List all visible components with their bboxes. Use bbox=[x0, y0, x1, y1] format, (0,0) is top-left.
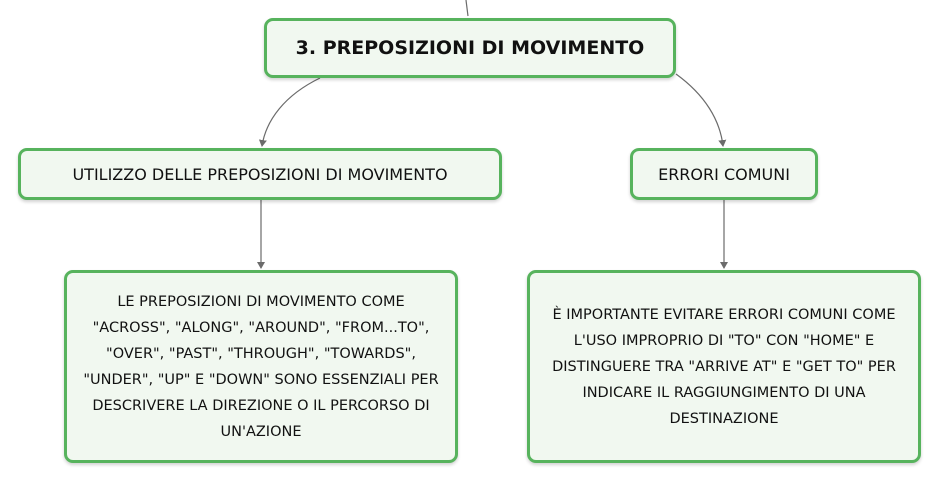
branch-label-utilizzo: UTILIZZO DELLE PREPOSIZIONI DI MOVIMENTO bbox=[72, 164, 448, 184]
connector-parent-to-root bbox=[465, 0, 469, 17]
connector-root-to-branch-2 bbox=[675, 73, 727, 147]
branch-node-errori-comuni[interactable]: ERRORI COMUNI bbox=[630, 148, 818, 200]
branch-label-errori-comuni: ERRORI COMUNI bbox=[658, 164, 790, 184]
root-topic-node[interactable]: 3. PREPOSIZIONI DI MOVIMENTO bbox=[264, 18, 676, 78]
branch-node-utilizzo[interactable]: UTILIZZO DELLE PREPOSIZIONI DI MOVIMENTO bbox=[18, 148, 502, 200]
leaf-node-errori-detail[interactable]: È IMPORTANTE EVITARE ERRORI COMUNI COME … bbox=[527, 270, 921, 463]
connector-root-to-branch-1 bbox=[258, 77, 321, 147]
root-topic-label: 3. PREPOSIZIONI DI MOVIMENTO bbox=[295, 37, 645, 59]
leaf-node-utilizzo-detail[interactable]: LE PREPOSIZIONI DI MOVIMENTO COME "ACROS… bbox=[64, 270, 458, 463]
leaf-text-utilizzo-detail: LE PREPOSIZIONI DI MOVIMENTO COME "ACROS… bbox=[83, 293, 439, 440]
leaf-text-errori-detail: È IMPORTANTE EVITARE ERRORI COMUNI COME … bbox=[552, 306, 896, 427]
